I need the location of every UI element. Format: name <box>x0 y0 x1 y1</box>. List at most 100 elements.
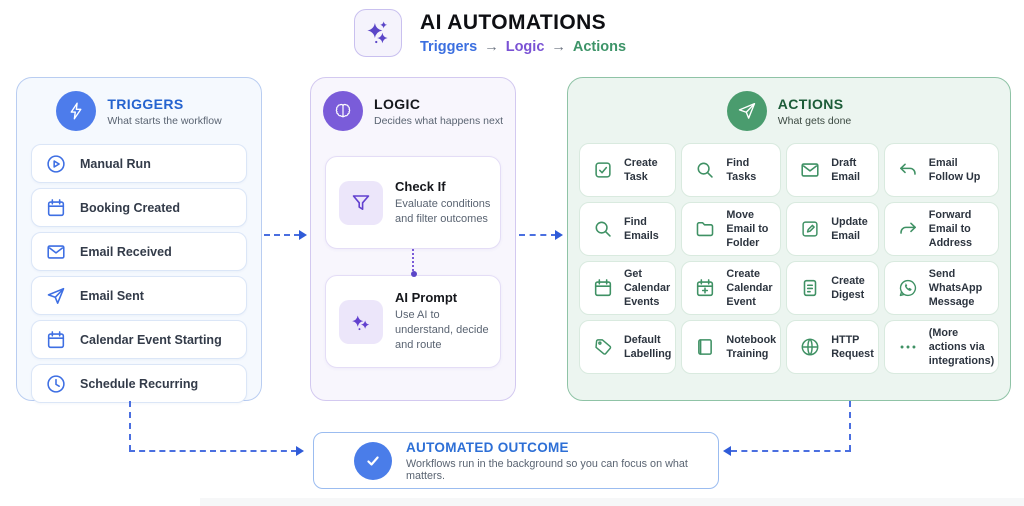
actions-header: ACTIONS What gets done <box>568 91 1010 131</box>
play-circle-icon <box>47 154 65 173</box>
action-label: Email Follow Up <box>928 156 981 183</box>
action-email-follow-up: Email Follow Up <box>883 143 1000 197</box>
action-update-email: Update Email <box>786 202 879 256</box>
trigger-booking-created: Booking Created <box>31 188 247 227</box>
book-icon <box>698 339 713 355</box>
logic-dotted-connector <box>411 249 417 277</box>
arrowhead-right-icon <box>555 230 563 240</box>
flow-triggers-label: Triggers <box>420 39 478 55</box>
arrowhead-right-icon <box>296 446 304 456</box>
check-icon <box>354 441 392 480</box>
action-move-email-to-folder: Move Email to Folder <box>681 202 782 256</box>
calendar-icon <box>47 198 65 216</box>
logic-subtitle: Decides what happens next <box>374 114 503 127</box>
flow-breadcrumb: Triggers → Logic → Actions <box>420 39 626 55</box>
trigger-manual-run: Manual Run <box>31 144 247 183</box>
lightning-icon <box>56 91 97 131</box>
action-more-integrations: (More actions via integrations) <box>883 320 1000 374</box>
document-icon <box>803 279 817 297</box>
flow-logic-label: Logic <box>505 39 545 55</box>
triggers-panel: TRIGGERS What starts the workflow Manual… <box>16 77 262 403</box>
logic-card-title: Check If <box>395 178 446 194</box>
arrowhead-right-icon <box>299 230 307 240</box>
trigger-label: Manual Run <box>80 156 151 171</box>
action-send-whatsapp-message: Send WhatsApp Message <box>883 261 1000 315</box>
action-http-request: HTTP Request <box>786 320 879 374</box>
trigger-email-sent: Email Sent <box>31 276 247 315</box>
action-label: Forward Email to Address <box>928 208 972 250</box>
trigger-label: Email Sent <box>80 288 144 303</box>
checkbox-icon <box>595 162 611 178</box>
action-draft-email: Draft Email <box>786 143 879 197</box>
trigger-label: Booking Created <box>80 200 181 215</box>
sparkles-logo-icon <box>354 9 402 57</box>
action-label: Create Digest <box>831 274 865 301</box>
calendar-plus-icon <box>697 279 714 297</box>
logic-panel: LOGIC Decides what happens next Check If… <box>310 77 516 401</box>
flow-arrow-icon: → <box>551 39 566 55</box>
action-default-labelling: Default Labelling <box>579 320 677 374</box>
action-label: Get Calendar Events <box>624 267 671 309</box>
actions-subtitle: What gets done <box>777 114 852 127</box>
connector-triggers-to-outcome <box>129 450 297 452</box>
sparkles-icon <box>339 299 383 344</box>
outcome-subtitle: Workflows run in the background so you c… <box>406 457 688 482</box>
forward-arrow-icon <box>900 222 916 234</box>
funnel-icon <box>339 180 383 225</box>
page-title: AI AUTOMATIONS <box>420 11 607 34</box>
action-label: Notebook Training <box>726 333 777 360</box>
logic-card-title: AI Prompt <box>395 290 458 306</box>
flow-actions-label: Actions <box>572 39 627 55</box>
action-label: Create Calendar Event <box>726 267 773 309</box>
brain-icon <box>323 91 363 131</box>
logic-ai-prompt-card: AI Prompt Use AI to understand, decide a… <box>325 275 501 368</box>
calendar-icon <box>47 330 65 348</box>
action-label: Update Email <box>831 215 868 242</box>
action-label: Move Email to Folder <box>726 208 769 250</box>
actions-grid: Create Task Find Tasks Draft Email Email… <box>568 131 1010 374</box>
trigger-calendar-event-starting: Calendar Event Starting <box>31 320 247 359</box>
action-label: Find Emails <box>624 215 659 242</box>
triggers-list: Manual Run Booking Created Email Receive… <box>17 131 261 403</box>
triggers-header: TRIGGERS What starts the workflow <box>17 91 261 131</box>
action-forward-email-to-address: Forward Email to Address <box>883 202 1000 256</box>
paper-plane-icon <box>726 91 767 131</box>
connector-actions-to-outcome <box>731 450 851 452</box>
action-label: Find Tasks <box>726 156 757 183</box>
connector-triggers-to-logic <box>264 234 300 236</box>
clock-icon <box>47 374 65 393</box>
logic-card-desc: Evaluate conditions and filter outcomes <box>395 197 491 225</box>
search-icon <box>697 162 714 178</box>
action-find-emails: Find Emails <box>579 202 677 256</box>
actions-title: ACTIONS <box>777 95 844 112</box>
action-label: HTTP Request <box>831 333 874 360</box>
action-create-task: Create Task <box>579 143 677 197</box>
edit-icon <box>802 221 818 237</box>
action-label: Send WhatsApp Message <box>928 267 983 309</box>
tag-icon <box>595 339 612 355</box>
logic-cards: Check If Evaluate conditions and filter … <box>311 156 515 368</box>
action-find-tasks: Find Tasks <box>681 143 782 197</box>
actions-panel: ACTIONS What gets done Create Task Find … <box>567 77 1011 401</box>
logic-check-if-card: Check If Evaluate conditions and filter … <box>325 156 501 249</box>
flow-arrow-icon: → <box>484 39 499 55</box>
globe-icon <box>801 338 819 356</box>
trigger-label: Schedule Recurring <box>80 376 199 391</box>
reply-arrow-icon <box>899 163 916 175</box>
folder-icon <box>697 221 714 237</box>
page-bottom-edge <box>200 498 1024 506</box>
action-get-calendar-events: Get Calendar Events <box>579 261 677 315</box>
automated-outcome-bar: AUTOMATED OUTCOME Workflows run in the b… <box>313 432 719 489</box>
action-label: Create Task <box>624 156 658 183</box>
trigger-label: Calendar Event Starting <box>80 332 222 347</box>
search-icon <box>595 221 611 237</box>
logic-card-desc: Use AI to understand, decide and route <box>395 309 489 351</box>
action-label: Draft Email <box>831 156 860 183</box>
whatsapp-icon <box>899 279 916 297</box>
outcome-title: AUTOMATED OUTCOME <box>406 439 569 455</box>
trigger-email-received: Email Received <box>31 232 247 271</box>
connector-logic-to-actions <box>519 234 557 236</box>
triggers-title: TRIGGERS <box>107 95 184 112</box>
envelope-icon <box>801 163 819 177</box>
